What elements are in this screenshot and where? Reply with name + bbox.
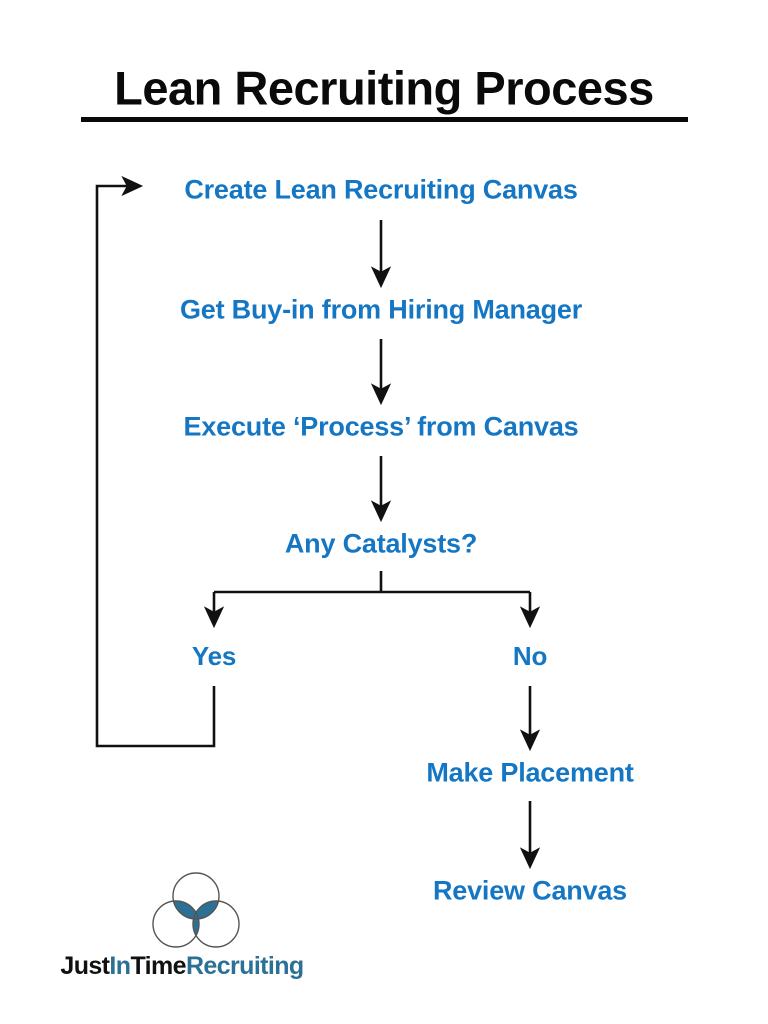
node-make-placement[interactable]: Make Placement (426, 757, 634, 788)
node-any-catalysts-decision[interactable]: Any Catalysts? (284, 528, 478, 559)
node-create-lean-recruiting-canvas[interactable]: Create Lean Recruiting Canvas (184, 174, 578, 205)
page-title: Lean Recruiting Process (114, 61, 654, 115)
company-logo: JustInTimeRecruiting (48, 872, 316, 982)
node-review-canvas[interactable]: Review Canvas (432, 875, 628, 906)
node-get-buy-in-from-hiring-manager[interactable]: Get Buy-in from Hiring Manager (179, 294, 583, 325)
wordmark-recruiting: Recruiting (185, 952, 304, 980)
wordmark-just: Just (60, 952, 110, 980)
branch-label-no[interactable]: No (512, 641, 548, 671)
node-execute-process-from-canvas[interactable]: Execute ‘Process’ from Canvas (183, 411, 579, 442)
title-underline (81, 117, 688, 122)
wordmark-time: Time (130, 952, 186, 980)
logo-wordmark: JustInTimeRecruiting (48, 952, 316, 981)
wordmark-in: In (109, 952, 131, 980)
three-overlapping-circles-venn-icon (152, 872, 240, 948)
branch-label-yes[interactable]: Yes (191, 641, 237, 671)
